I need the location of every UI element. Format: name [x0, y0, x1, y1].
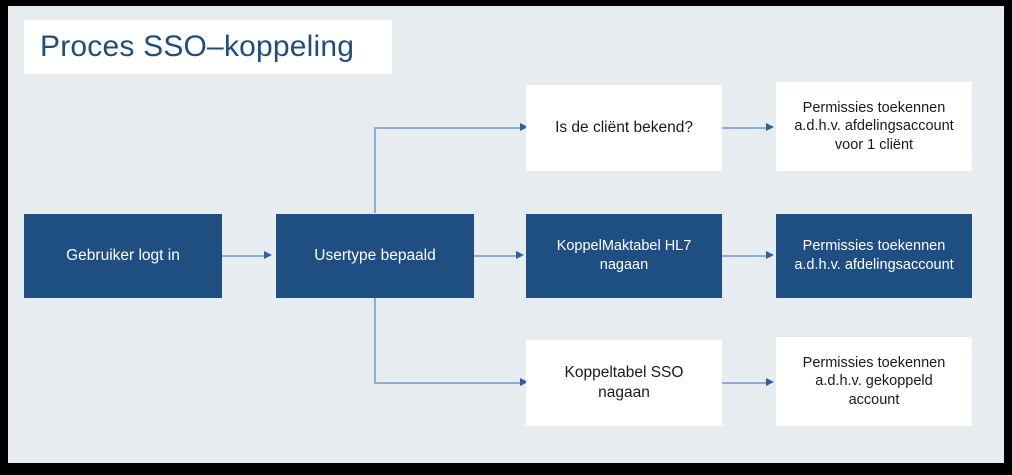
node-label: Permissies toekennen a.d.h.v. gekoppeld …	[802, 354, 946, 408]
node-gebruiker-logt-in[interactable]: Gebruiker logt in	[24, 214, 222, 298]
connector-usertype-branch-down-vertical	[374, 297, 376, 383]
title-plate: Proces SSO–koppeling	[24, 20, 392, 74]
node-koppeltabel-sso-nagaan[interactable]: Koppeltabel SSO nagaan	[526, 340, 722, 426]
node-is-de-client-bekend[interactable]: Is de cliënt bekend?	[526, 85, 722, 171]
arrowhead-usertype-to-client-known	[520, 123, 528, 131]
arrowhead-login-to-usertype	[264, 251, 272, 259]
node-koppelmaktabel-hl7-nagaan[interactable]: KoppelMaktabel HL7 nagaan	[526, 214, 722, 298]
connector-usertype-branch-down-horizontal	[374, 382, 522, 384]
page-title: Proces SSO–koppeling	[40, 30, 355, 63]
connector-usertype-branch-up-vertical	[374, 127, 376, 213]
arrowhead-koppelmaktabel-to-perm-dept	[766, 251, 774, 259]
arrowhead-usertype-to-koppelmaktabel	[516, 251, 524, 259]
node-label: Is de cliënt bekend?	[555, 119, 693, 137]
node-label: Koppeltabel SSO nagaan	[564, 364, 684, 401]
node-label: KoppelMaktabel HL7 nagaan	[556, 238, 692, 273]
connector-login-to-usertype	[222, 255, 266, 257]
node-label: Gebruiker logt in	[66, 247, 180, 265]
connector-koppelmaktabel-to-perm-dept	[722, 255, 768, 257]
node-usertype-bepaald[interactable]: Usertype bepaald	[276, 214, 474, 298]
node-permissies-gekoppeld-account[interactable]: Permissies toekennen a.d.h.v. gekoppeld …	[776, 337, 972, 426]
node-permissies-afdelingsaccount-voor-1-client[interactable]: Permissies toekennen a.d.h.v. afdelingsa…	[776, 82, 972, 171]
arrowhead-koppeltabel-sso-to-perm-linked-account	[766, 378, 774, 386]
node-permissies-afdelingsaccount[interactable]: Permissies toekennen a.d.h.v. afdelingsa…	[776, 214, 972, 298]
arrowhead-usertype-to-koppeltabel-sso	[520, 378, 528, 386]
connector-koppeltabel-sso-to-perm-linked-account	[722, 382, 768, 384]
connector-usertype-branch-up-horizontal	[374, 127, 522, 129]
node-label: Permissies toekennen a.d.h.v. afdelingsa…	[794, 238, 954, 273]
connector-usertype-to-koppelmaktabel	[474, 255, 518, 257]
arrowhead-client-known-to-perm-dept-one-client	[766, 123, 774, 131]
node-label: Usertype bepaald	[314, 247, 436, 265]
node-label: Permissies toekennen a.d.h.v. afdelingsa…	[794, 99, 954, 153]
connector-client-known-to-perm-dept-one-client	[722, 127, 768, 129]
diagram-board: Proces SSO–koppeling Gebruiker logt in	[8, 6, 1004, 463]
